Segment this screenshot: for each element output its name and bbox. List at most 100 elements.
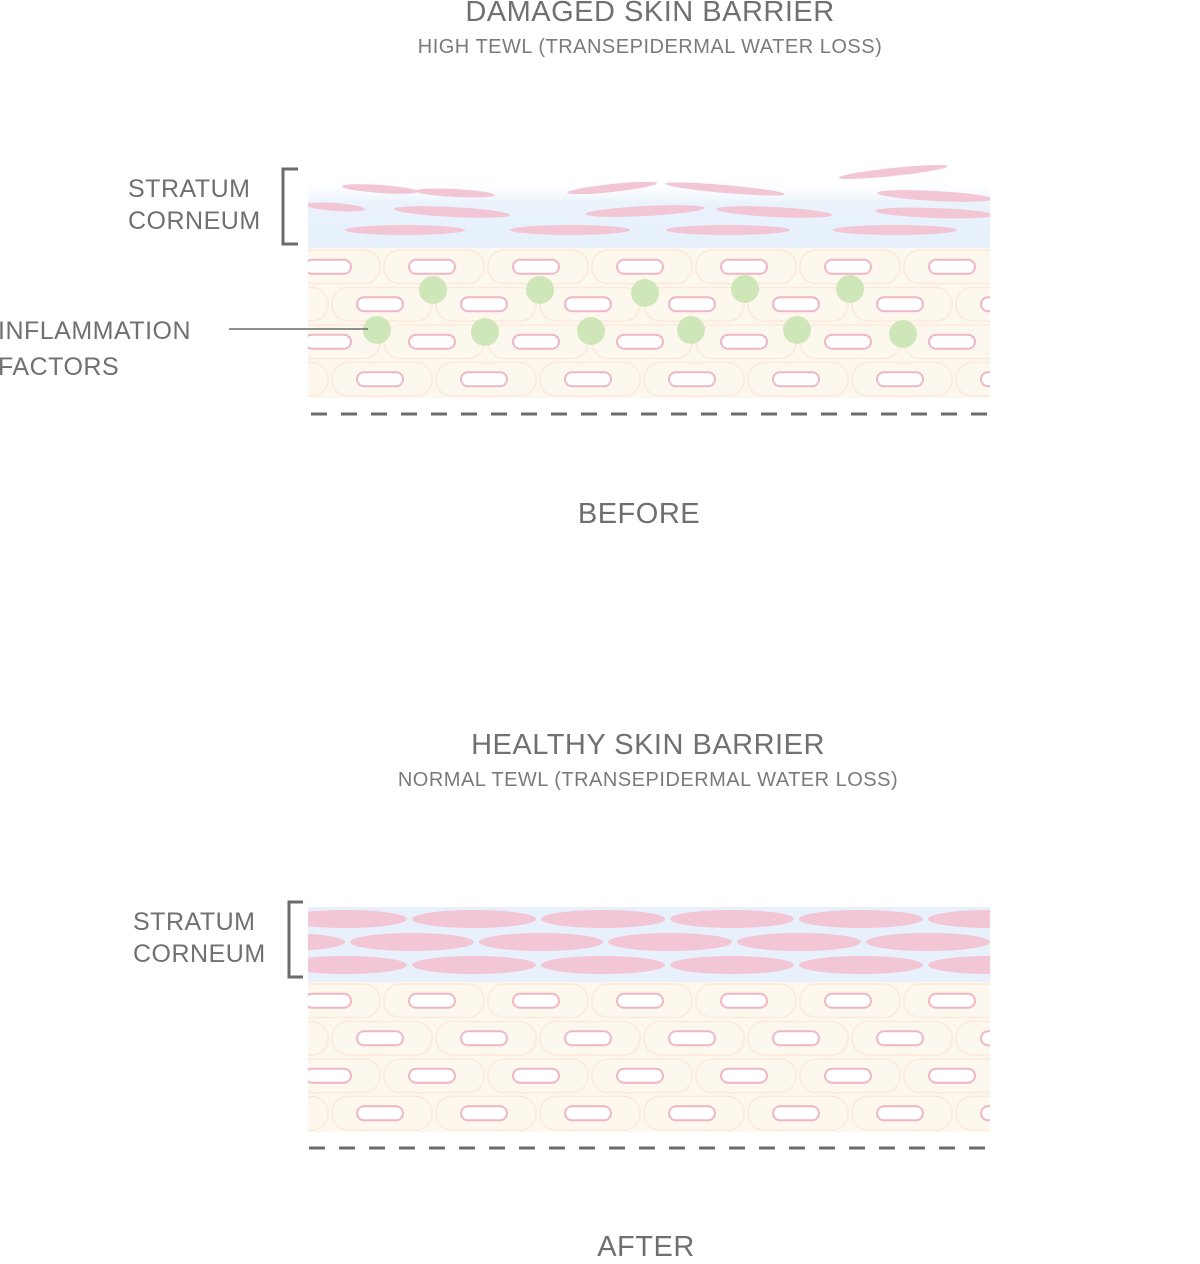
inflammation-dot xyxy=(889,320,917,348)
cell-nucleus xyxy=(928,258,976,275)
cell-nucleus xyxy=(201,994,247,1008)
after-title: HEALTHY SKIN BARRIER xyxy=(471,729,825,761)
after-corneum-bracket xyxy=(287,900,303,979)
cell-nucleus xyxy=(564,1105,612,1122)
cell-nucleus xyxy=(876,296,924,313)
epidermis-cell xyxy=(1008,984,1108,1018)
damaged-corneum-flake xyxy=(666,225,790,235)
healthy-corneum-cell xyxy=(670,956,794,974)
cell-nucleus xyxy=(356,296,404,313)
before-caption: BEFORE xyxy=(577,498,701,530)
cell-nucleus xyxy=(720,1067,768,1084)
cell-nucleus xyxy=(564,296,612,313)
cell-nucleus xyxy=(201,260,247,274)
damaged-corneum-flake xyxy=(665,182,785,196)
damaged-corneum-flake xyxy=(415,188,495,198)
epidermis-cell xyxy=(176,250,276,284)
cell-nucleus xyxy=(928,992,976,1009)
after-corneum-label-line1: STRATUM xyxy=(133,908,256,936)
healthy-corneum-cell xyxy=(799,956,923,974)
inflammation-dot xyxy=(783,316,811,344)
epidermis-cell xyxy=(955,361,990,397)
cell-nucleus xyxy=(564,1030,612,1047)
damaged-corneum-flake xyxy=(567,181,657,195)
cell-nucleus xyxy=(928,333,976,350)
epidermis-cell xyxy=(1060,1097,1160,1131)
epidermis-cell xyxy=(308,1095,329,1131)
cell-nucleus xyxy=(408,333,456,350)
healthy-corneum-cells xyxy=(308,910,1181,974)
cell-nucleus xyxy=(616,992,664,1009)
inflammation-dot xyxy=(419,276,447,304)
epidermis-cell xyxy=(1060,363,1160,397)
cell-nucleus xyxy=(668,296,716,313)
cell-nucleus xyxy=(512,992,560,1009)
cell-nucleus xyxy=(512,258,560,275)
healthy-corneum-cell xyxy=(412,956,536,974)
cell-nucleus xyxy=(308,1067,352,1084)
cell-nucleus xyxy=(824,992,872,1009)
cell-nucleus xyxy=(356,1105,404,1122)
healthy-skin-diagram xyxy=(176,900,1181,1150)
epidermis-cell xyxy=(308,361,329,397)
before-title: DAMAGED SKIN BARRIER xyxy=(465,0,835,28)
healthy-corneum-cell xyxy=(995,933,1119,951)
epidermis-cell xyxy=(308,1020,329,1056)
cell-nucleus xyxy=(720,992,768,1009)
cell-nucleus xyxy=(460,296,508,313)
cell-nucleus xyxy=(876,1105,924,1122)
epidermis-cell xyxy=(1008,325,1108,359)
cell-nucleus xyxy=(460,1105,508,1122)
cell-nucleus xyxy=(876,1030,924,1047)
cell-nucleus xyxy=(253,297,299,311)
healthy-corneum-cell xyxy=(737,933,861,951)
cell-nucleus xyxy=(564,371,612,388)
inflammation-label-line2: FACTORS xyxy=(0,353,120,381)
damaged-corneum-flake xyxy=(716,206,832,218)
epidermis-cell xyxy=(955,1020,990,1056)
cell-nucleus xyxy=(512,333,560,350)
cell-nucleus xyxy=(668,1030,716,1047)
healthy-corneum-cell xyxy=(541,956,665,974)
cell-nucleus xyxy=(928,1067,976,1084)
cell-nucleus xyxy=(824,333,872,350)
healthy-corneum-cell xyxy=(608,933,732,951)
cell-nucleus xyxy=(980,1105,990,1122)
cell-nucleus xyxy=(824,1067,872,1084)
healthy-corneum-cell xyxy=(412,910,536,928)
cell-nucleus xyxy=(201,1069,247,1083)
healthy-corneum-cell xyxy=(1057,910,1181,928)
healthy-corneum-cell xyxy=(799,910,923,928)
damaged-corneum-flake xyxy=(833,225,957,235)
epidermis-cell xyxy=(955,1095,990,1131)
inflammation-factor-dots xyxy=(363,275,917,348)
cell-nucleus xyxy=(408,1067,456,1084)
cell-nucleus xyxy=(720,258,768,275)
damaged-corneum-flake xyxy=(585,205,705,217)
cell-nucleus xyxy=(308,333,352,350)
damaged-corneum-flake xyxy=(877,190,990,202)
cell-nucleus xyxy=(408,258,456,275)
healthy-corneum-cell xyxy=(541,910,665,928)
cell-nucleus xyxy=(356,371,404,388)
damaged-corneum-flake xyxy=(875,207,990,219)
healthy-corneum-cell xyxy=(479,933,603,951)
cell-nucleus xyxy=(1085,1031,1131,1045)
cell-nucleus xyxy=(1033,335,1079,349)
epidermis-cell xyxy=(176,1059,276,1093)
cell-nucleus xyxy=(876,371,924,388)
cell-nucleus xyxy=(1033,1069,1079,1083)
cell-nucleus xyxy=(772,371,820,388)
inflammation-dot xyxy=(577,317,605,345)
cell-nucleus xyxy=(980,1030,990,1047)
before-corneum-bracket xyxy=(281,167,298,246)
epidermis-cell xyxy=(1008,1059,1108,1093)
cell-nucleus xyxy=(253,1031,299,1045)
inflammation-dot xyxy=(677,316,705,344)
cell-nucleus xyxy=(772,1030,820,1047)
healthy-corneum-cell xyxy=(670,910,794,928)
cell-nucleus xyxy=(616,333,664,350)
healthy-corneum-cell xyxy=(350,933,474,951)
cell-nucleus xyxy=(720,333,768,350)
